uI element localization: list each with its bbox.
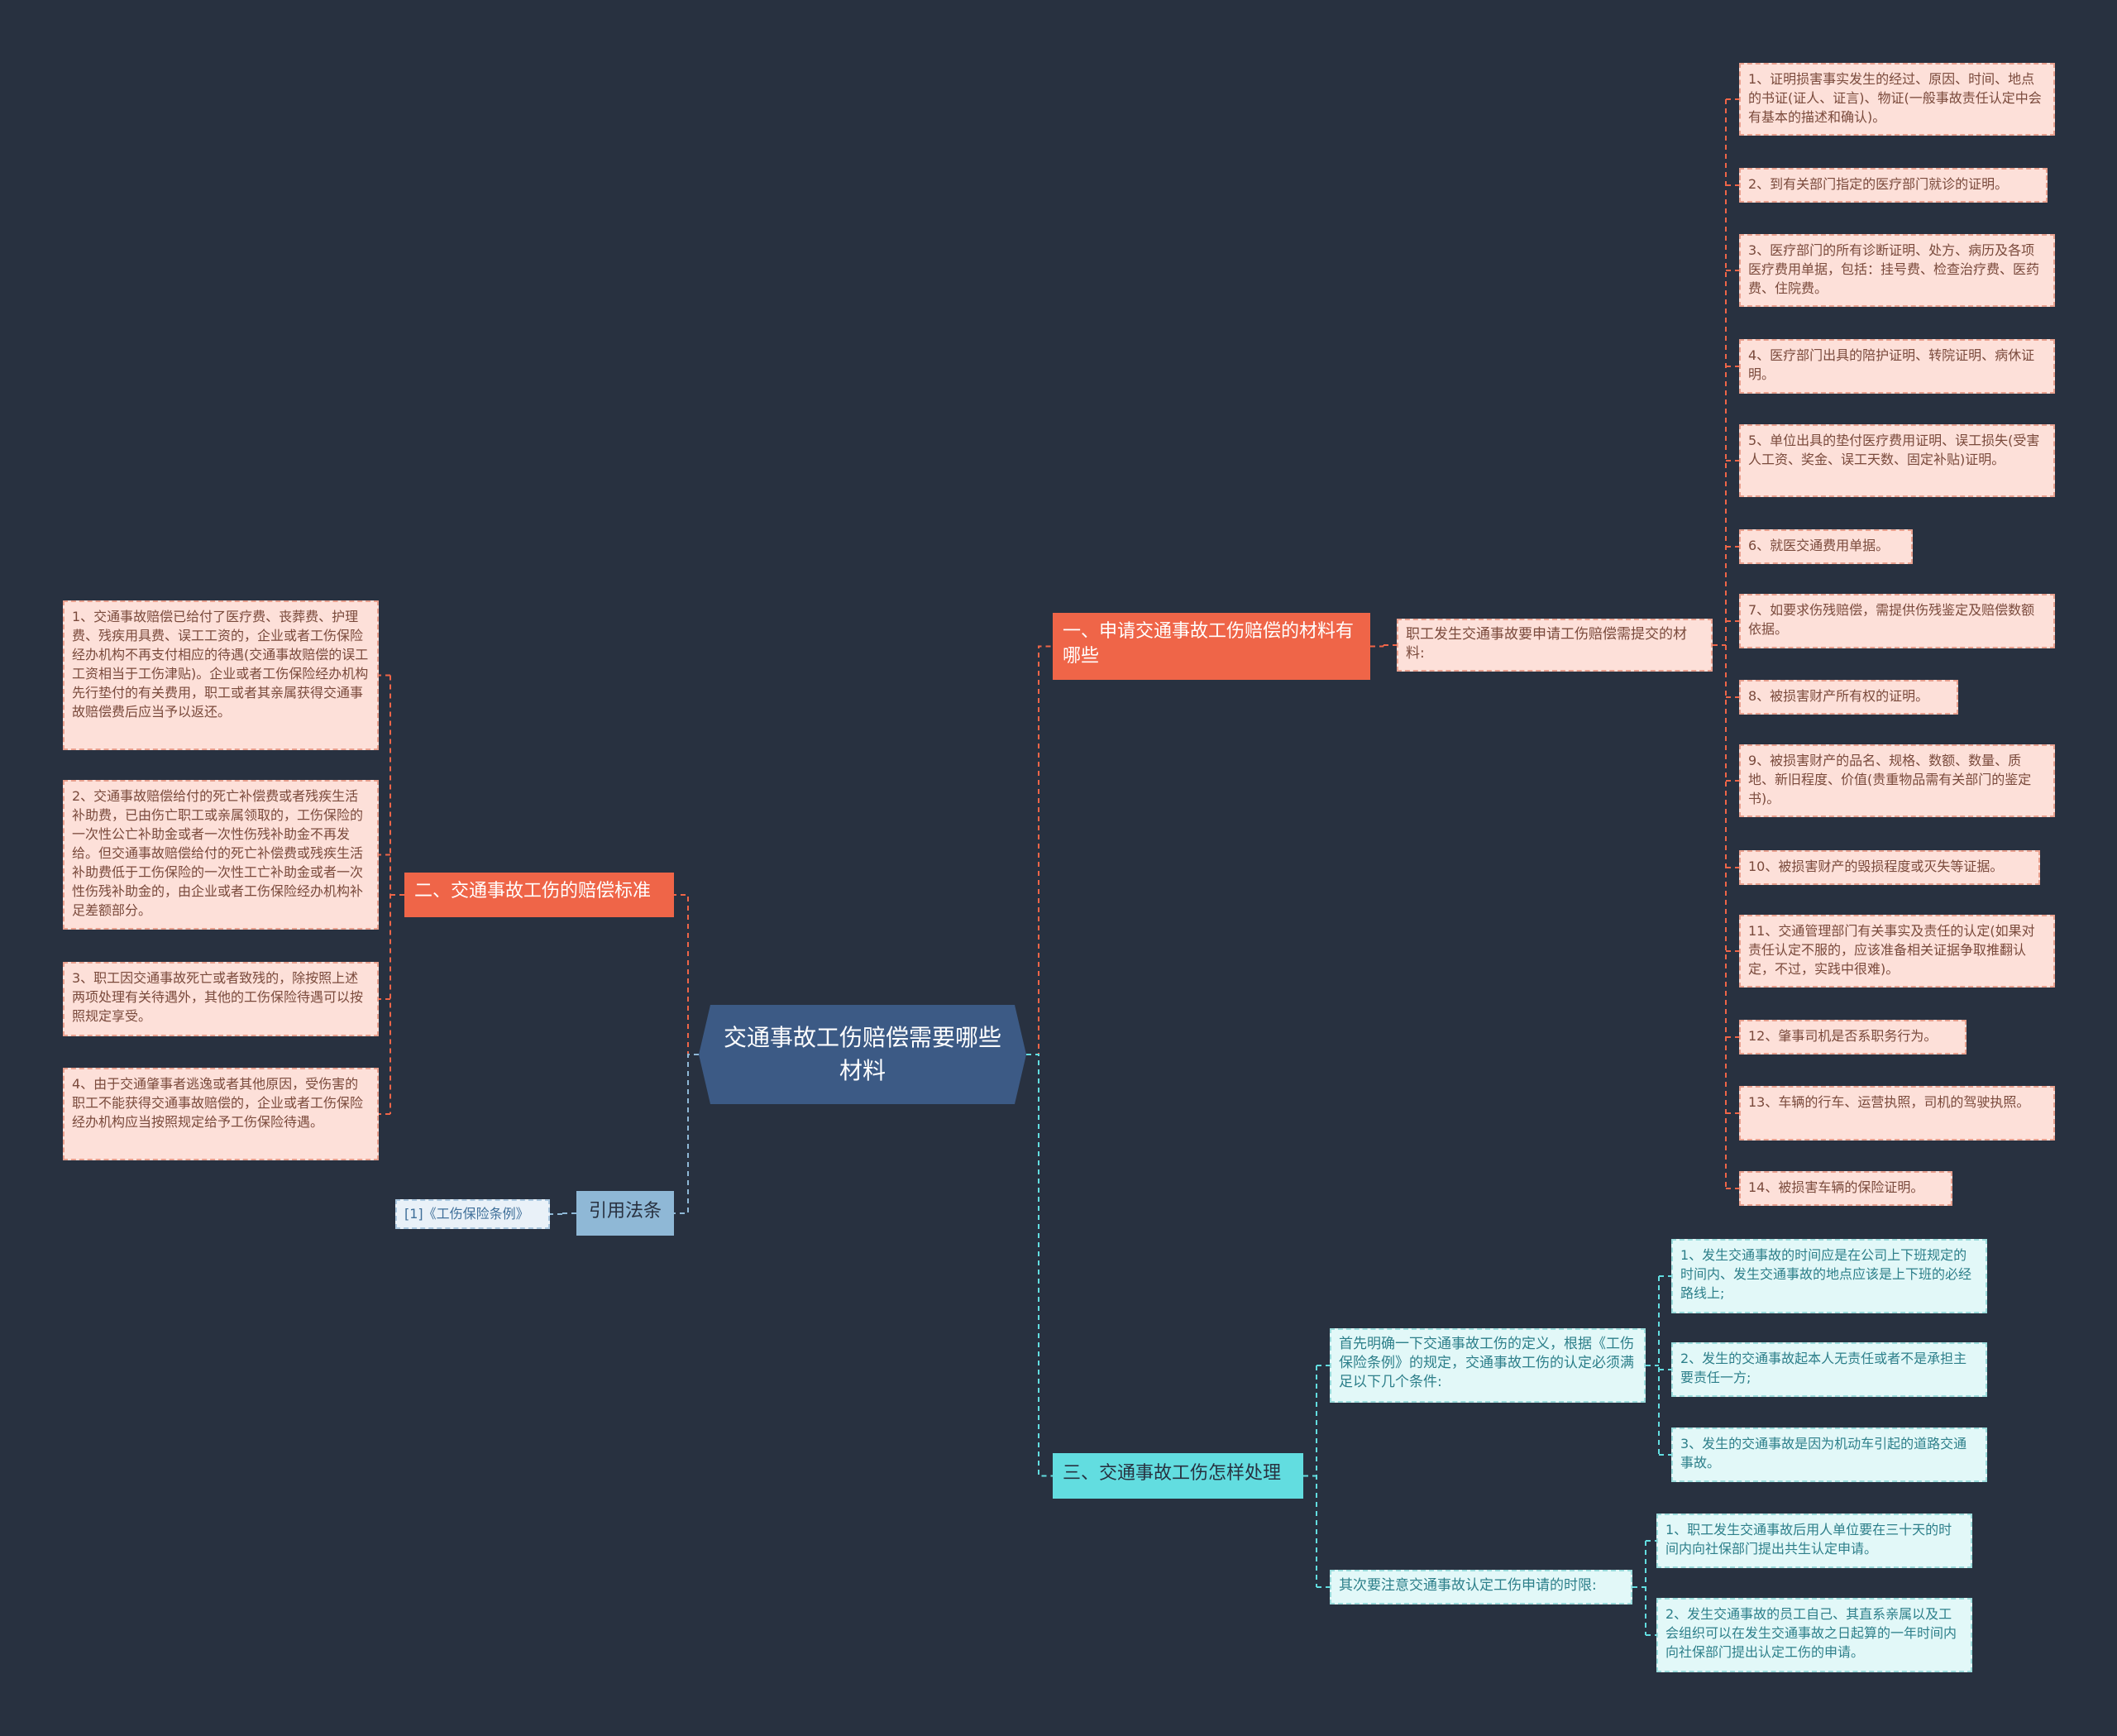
material-item-text: 2、到有关部门指定的医疗部门就诊的证明。 [1748,176,2009,192]
material-item[interactable]: 8、被损害财产所有权的证明。 [1739,680,1958,715]
branch-label: 二、交通事故工伤的赔偿标准 [414,881,652,901]
materials-intro-text: 职工发生交通事故要申请工伤赔偿需提交的材料: [1406,626,1687,662]
branch-handling[interactable]: 三、交通事故工伤怎样处理 [1053,1453,1303,1499]
connector-line [1026,1054,1053,1477]
materials-intro[interactable]: 职工发生交通事故要申请工伤赔偿需提交的材料: [1397,619,1713,672]
material-item[interactable]: 1、证明损害事实发生的经过、原因、时间、地点的书证(证人、证言)、物证(一般事故… [1739,63,2055,136]
connector-line [674,1054,699,1214]
material-item[interactable]: 13、车辆的行车、运营执照，司机的驾驶执照。 [1739,1086,2055,1141]
material-item[interactable]: 9、被损害财产的品名、规格、数额、数量、质地、新旧程度、价值(贵重物品需有关部门… [1739,744,2055,817]
root-topic-label: 交通事故工伤赔偿需要哪些材料 [724,1024,1002,1084]
root-topic[interactable]: 交通事故工伤赔偿需要哪些材料 [699,1005,1026,1104]
material-item-text: 12、肇事司机是否系职务行为。 [1748,1028,1938,1044]
material-item-text: 13、车辆的行车、运营执照，司机的驾驶执照。 [1748,1094,2030,1110]
condition-item[interactable]: 3、发生的交通事故是因为机动车引起的道路交通事故。 [1671,1428,1987,1482]
time-limit-item-text: 1、职工发生交通事故后用人单位要在三十天的时间内向社保部门提出共生认定申请。 [1665,1522,1952,1557]
condition-item[interactable]: 1、发生交通事故的时间应是在公司上下班规定的时间内、发生交通事故的地点应该是上下… [1671,1239,1987,1313]
material-item-text: 4、医疗部门出具的陪护证明、转院证明、病休证明。 [1748,347,2035,382]
cited-law-item[interactable]: [1]《工伤保险条例》 [395,1199,550,1229]
material-item-text: 8、被损害财产所有权的证明。 [1748,688,1929,704]
definition-conditions-text: 首先明确一下交通事故工伤的定义，根据《工伤保险条例》的规定，交通事故工伤的认定必… [1339,1336,1634,1390]
application-time-limit[interactable]: 其次要注意交通事故认定工伤申请的时限: [1330,1570,1632,1604]
material-item[interactable]: 7、如要求伤残赔偿，需提供伤残鉴定及赔偿数额依据。 [1739,594,2055,648]
material-item-text: 9、被损害财产的品名、规格、数额、数量、质地、新旧程度、价值(贵重物品需有关部门… [1748,753,2032,806]
material-item-text: 7、如要求伤残赔偿，需提供伤残鉴定及赔偿数额依据。 [1748,602,2035,637]
material-item[interactable]: 10、被损害财产的毁损程度或灭失等证据。 [1739,850,2040,885]
standard-item-text: 2、交通事故赔偿给付的死亡补偿费或者残疾生活补助费，已由伤亡职工或亲属领取的，工… [72,788,364,918]
connector-line [1026,645,1053,1055]
material-item-text: 14、被损害车辆的保险证明。 [1748,1179,1924,1195]
material-item[interactable]: 2、到有关部门指定的医疗部门就诊的证明。 [1739,168,2048,203]
branch-compensation-standard[interactable]: 二、交通事故工伤的赔偿标准 [404,873,674,917]
material-item[interactable]: 12、肇事司机是否系职务行为。 [1739,1020,1966,1055]
cited-law-item-text: [1]《工伤保险条例》 [404,1206,529,1222]
material-item-text: 10、被损害财产的毁损程度或灭失等证据。 [1748,858,2004,874]
material-item[interactable]: 5、单位出具的垫付医疗费用证明、误工损失(受害人工资、奖金、误工天数、固定补贴)… [1739,424,2055,497]
standard-item[interactable]: 4、由于交通肇事者逃逸或者其他原因，受伤害的职工不能获得交通事故赔偿的，企业或者… [63,1068,379,1160]
material-item[interactable]: 3、医疗部门的所有诊断证明、处方、病历及各项医疗费用单据，包括：挂号费、检查治疗… [1739,234,2055,307]
branch-label: 引用法条 [588,1201,662,1222]
standard-item-text: 3、职工因交通事故死亡或者致残的，除按照上述两项处理有关待遇外，其他的工伤保险待… [72,970,364,1024]
application-time-limit-text: 其次要注意交通事故认定工伤申请的时限: [1339,1577,1597,1594]
branch-cited-law[interactable]: 引用法条 [576,1191,674,1236]
material-item[interactable]: 4、医疗部门出具的陪护证明、转院证明、病休证明。 [1739,339,2055,394]
material-item[interactable]: 11、交通管理部门有关事实及责任的认定(如果对责任认定不服的，应该准备相关证据争… [1739,915,2055,988]
material-item[interactable]: 6、就医交通费用单据。 [1739,529,1913,564]
branch-label: 三、交通事故工伤怎样处理 [1063,1463,1282,1484]
standard-item[interactable]: 1、交通事故赔偿已给付了医疗费、丧葬费、护理费、残疾用具费、误工工资的，企业或者… [63,600,379,750]
time-limit-item[interactable]: 2、发生交通事故的员工自己、其直系亲属以及工会组织可以在发生交通事故之日起算的一… [1656,1598,1972,1672]
standard-item-text: 1、交通事故赔偿已给付了医疗费、丧葬费、护理费、残疾用具费、误工工资的，企业或者… [72,609,369,720]
material-item-text: 1、证明损害事实发生的经过、原因、时间、地点的书证(证人、证言)、物证(一般事故… [1748,71,2042,125]
condition-item-text: 1、发生交通事故的时间应是在公司上下班规定的时间内、发生交通事故的地点应该是上下… [1680,1247,1972,1301]
time-limit-item[interactable]: 1、职工发生交通事故后用人单位要在三十天的时间内向社保部门提出共生认定申请。 [1656,1514,1972,1568]
standard-item[interactable]: 3、职工因交通事故死亡或者致残的，除按照上述两项处理有关待遇外，其他的工伤保险待… [63,962,379,1036]
material-item-text: 6、就医交通费用单据。 [1748,538,1890,553]
branch-label: 一、申请交通事故工伤赔偿的材料有哪些 [1063,621,1355,667]
branch-application-materials[interactable]: 一、申请交通事故工伤赔偿的材料有哪些 [1053,613,1370,680]
condition-item-text: 2、发生的交通事故起本人无责任或者不是承担主要责任一方; [1680,1351,1967,1385]
material-item-text: 5、单位出具的垫付医疗费用证明、误工损失(受害人工资、奖金、误工天数、固定补贴)… [1748,433,2040,467]
condition-item-text: 3、发生的交通事故是因为机动车引起的道路交通事故。 [1680,1436,1967,1471]
standard-item-text: 4、由于交通肇事者逃逸或者其他原因，受伤害的职工不能获得交通事故赔偿的，企业或者… [72,1076,364,1130]
material-item-text: 11、交通管理部门有关事实及责任的认定(如果对责任认定不服的，应该准备相关证据争… [1748,923,2035,977]
definition-conditions[interactable]: 首先明确一下交通事故工伤的定义，根据《工伤保险条例》的规定，交通事故工伤的认定必… [1330,1328,1646,1403]
condition-item[interactable]: 2、发生的交通事故起本人无责任或者不是承担主要责任一方; [1671,1342,1987,1397]
standard-item[interactable]: 2、交通事故赔偿给付的死亡补偿费或者残疾生活补助费，已由伤亡职工或亲属领取的，工… [63,780,379,930]
connector-line [674,894,699,1055]
material-item-text: 3、医疗部门的所有诊断证明、处方、病历及各项医疗费用单据，包括：挂号费、检查治疗… [1748,242,2040,296]
time-limit-item-text: 2、发生交通事故的员工自己、其直系亲属以及工会组织可以在发生交通事故之日起算的一… [1665,1606,1957,1660]
material-item[interactable]: 14、被损害车辆的保险证明。 [1739,1171,1952,1206]
